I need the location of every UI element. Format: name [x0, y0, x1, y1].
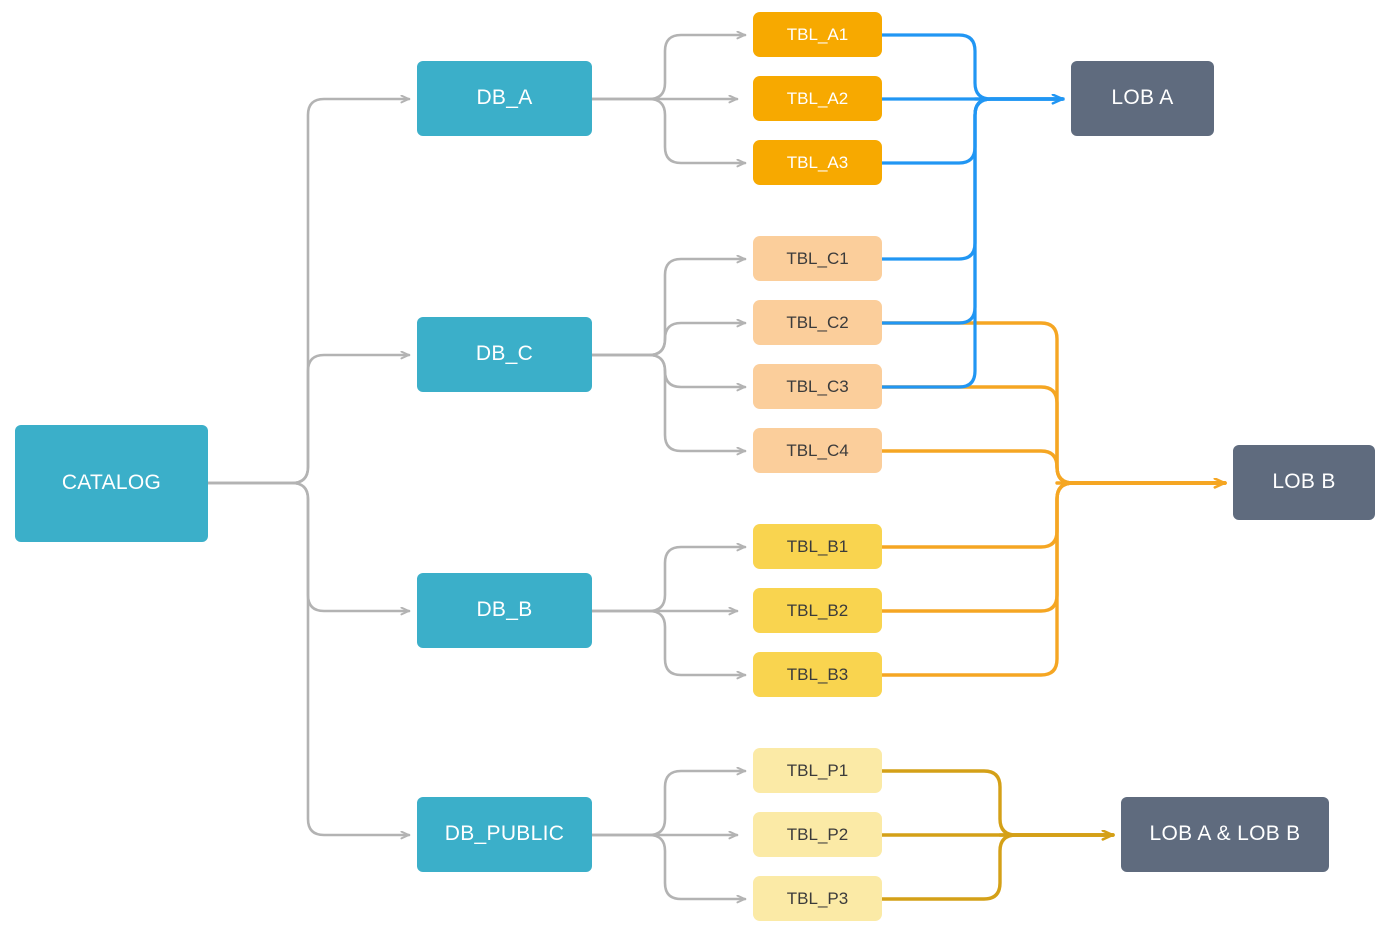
edge-db-b-tbl-b3 [590, 609, 747, 675]
edge-db-a-tbl-a3 [590, 97, 747, 163]
edge-tbl-c4-lob-b [880, 449, 1227, 485]
node-tbl-c3[interactable]: TBL_C3 [753, 364, 882, 409]
edge-db-public-tbl-p1 [590, 771, 747, 837]
node-lob-a-and-lob-b[interactable]: LOB A & LOB B [1121, 797, 1329, 872]
node-db-public[interactable]: DB_PUBLIC [417, 797, 592, 872]
edge-tbl-c1-lob-a [880, 97, 1065, 261]
edge-db-c-tbl-c1 [590, 259, 747, 357]
table-to-lob-ab-edges [880, 769, 1115, 901]
node-lob-b[interactable]: LOB B [1233, 445, 1375, 520]
edge-db-a-tbl-a1 [590, 35, 747, 101]
database-to-table-edges [590, 35, 747, 899]
table-to-lob-a-edges [880, 33, 1065, 389]
edge-db-public-tbl-p3 [590, 833, 747, 899]
edge-tbl-c3-lob-b [880, 385, 1227, 485]
edge-tbl-c2-lob-a [880, 97, 1065, 325]
node-tbl-b1[interactable]: TBL_B1 [753, 524, 882, 569]
edge-tbl-b3-lob-b [880, 481, 1227, 677]
edge-db-c-tbl-c3 [590, 353, 747, 387]
edge-catalog-db-c [206, 355, 411, 485]
edge-db-c-tbl-c2 [590, 323, 747, 357]
edge-tbl-c3-lob-a [880, 97, 1065, 389]
edge-db-b-tbl-b1 [590, 547, 747, 613]
node-catalog[interactable]: CATALOG [15, 425, 208, 542]
edge-db-c-tbl-c4 [590, 353, 747, 451]
edge-tbl-b1-lob-b [880, 481, 1227, 549]
node-tbl-c1[interactable]: TBL_C1 [753, 236, 882, 281]
table-to-lob-b-edges [880, 321, 1227, 677]
node-tbl-b2[interactable]: TBL_B2 [753, 588, 882, 633]
node-lob-a[interactable]: LOB A [1071, 61, 1214, 136]
catalog-to-database-edges [206, 99, 411, 835]
node-db-c[interactable]: DB_C [417, 317, 592, 392]
node-db-b[interactable]: DB_B [417, 573, 592, 648]
node-tbl-p3[interactable]: TBL_P3 [753, 876, 882, 921]
edge-tbl-c2-lob-b [880, 321, 1227, 485]
node-tbl-p1[interactable]: TBL_P1 [753, 748, 882, 793]
node-tbl-c2[interactable]: TBL_C2 [753, 300, 882, 345]
node-tbl-a2[interactable]: TBL_A2 [753, 76, 882, 121]
node-tbl-c4[interactable]: TBL_C4 [753, 428, 882, 473]
edge-tbl-p3-lob-ab [880, 833, 1115, 901]
node-db-a[interactable]: DB_A [417, 61, 592, 136]
edge-tbl-a3-lob-a [880, 97, 1065, 165]
node-tbl-b3[interactable]: TBL_B3 [753, 652, 882, 697]
node-tbl-p2[interactable]: TBL_P2 [753, 812, 882, 857]
node-tbl-a3[interactable]: TBL_A3 [753, 140, 882, 185]
edge-catalog-db-public [206, 481, 411, 835]
edge-tbl-a1-lob-a [880, 33, 1065, 101]
node-tbl-a1[interactable]: TBL_A1 [753, 12, 882, 57]
edge-tbl-p1-lob-ab [880, 769, 1115, 837]
